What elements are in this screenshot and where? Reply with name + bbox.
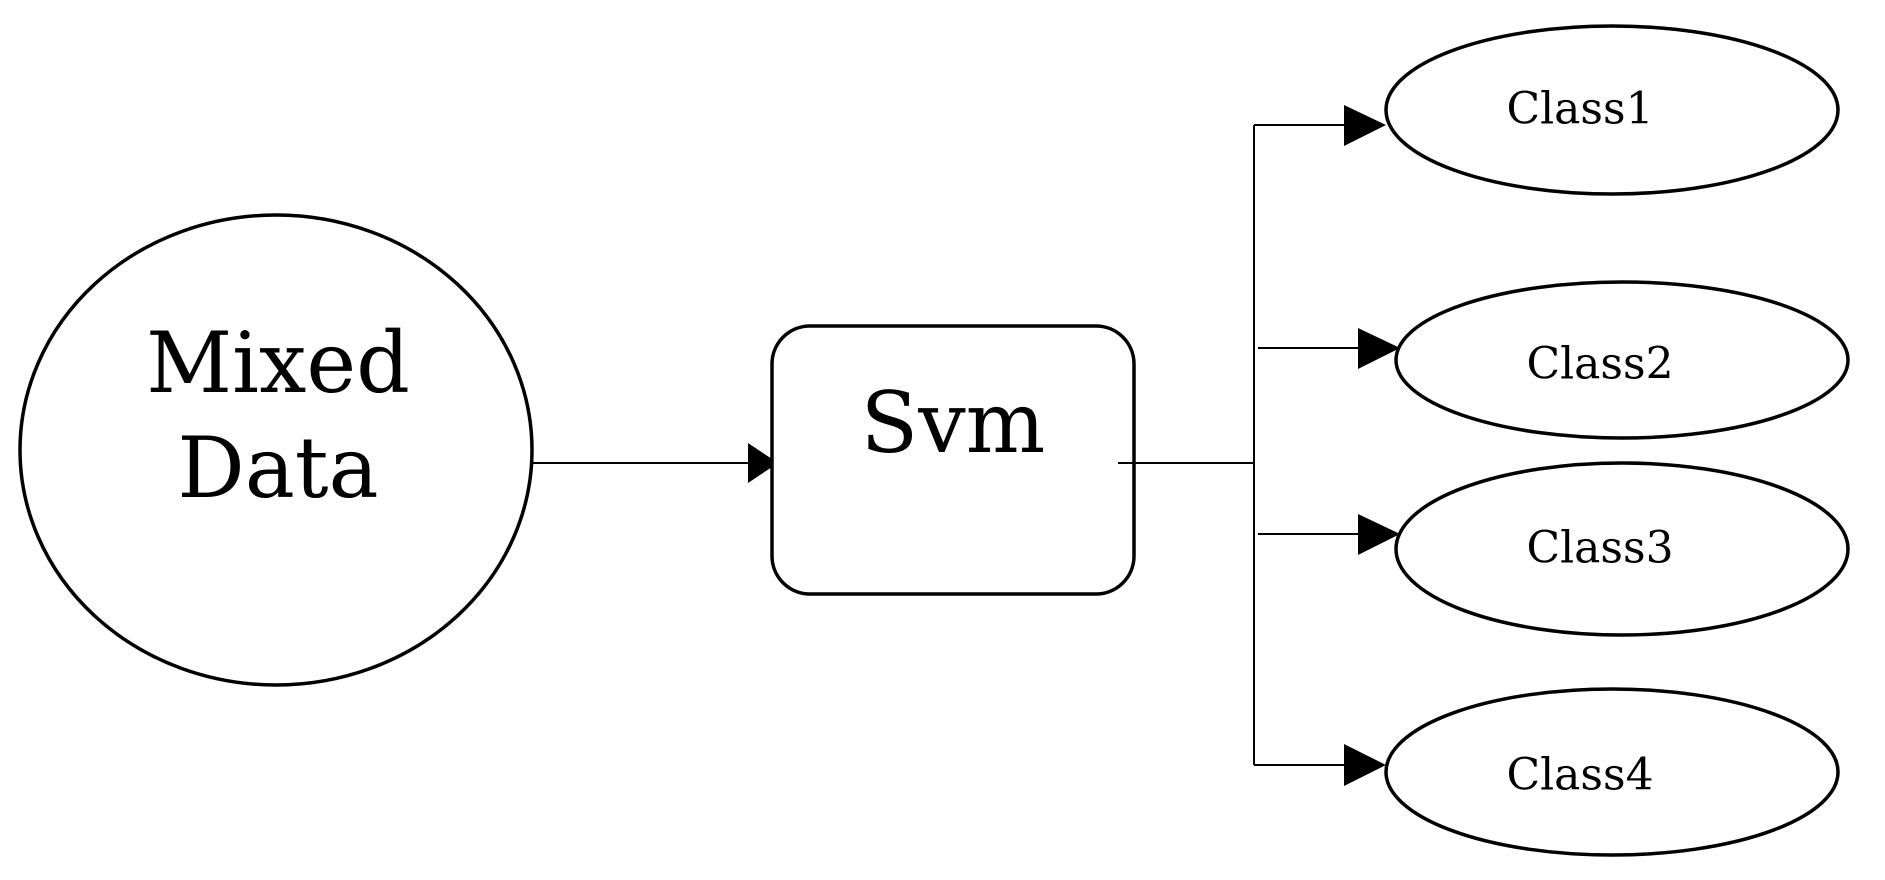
node-mixed-data: Mixed Data: [18, 213, 534, 687]
arrowhead: [1344, 744, 1386, 786]
edge-to-class2: [1258, 328, 1400, 369]
edge-svm-trunk: [1118, 125, 1255, 765]
class2-label: Class2: [1526, 339, 1673, 390]
node-class2: Class2: [1394, 280, 1850, 440]
mixed-data-label-line1: Mixed: [146, 314, 410, 412]
class4-ellipse: [1384, 687, 1840, 857]
node-class3: Class3: [1394, 461, 1850, 637]
edge-to-class4: [1254, 744, 1386, 786]
edge-to-class3: [1258, 514, 1400, 555]
svm-box: [770, 324, 1136, 596]
class2-ellipse: [1394, 280, 1850, 440]
class1-label: Class1: [1506, 84, 1653, 135]
mixed-data-label-line2: Data: [177, 419, 378, 517]
arrowhead: [1358, 514, 1400, 555]
class3-label: Class3: [1526, 523, 1673, 574]
node-class4: Class4: [1384, 687, 1840, 857]
arrowhead: [1344, 105, 1386, 146]
node-svm: Svm: [770, 324, 1136, 596]
class1-ellipse: [1384, 24, 1840, 196]
arrowhead: [748, 443, 778, 483]
edge-to-class1: [1254, 105, 1386, 146]
edge-mixed-data-to-svm: [532, 443, 778, 483]
class4-label: Class4: [1506, 750, 1653, 801]
svm-label: Svm: [861, 374, 1046, 472]
mixed-data-circle: [18, 213, 534, 687]
class3-ellipse: [1394, 461, 1850, 637]
node-class1: Class1: [1384, 24, 1840, 196]
arrowhead: [1358, 328, 1400, 369]
